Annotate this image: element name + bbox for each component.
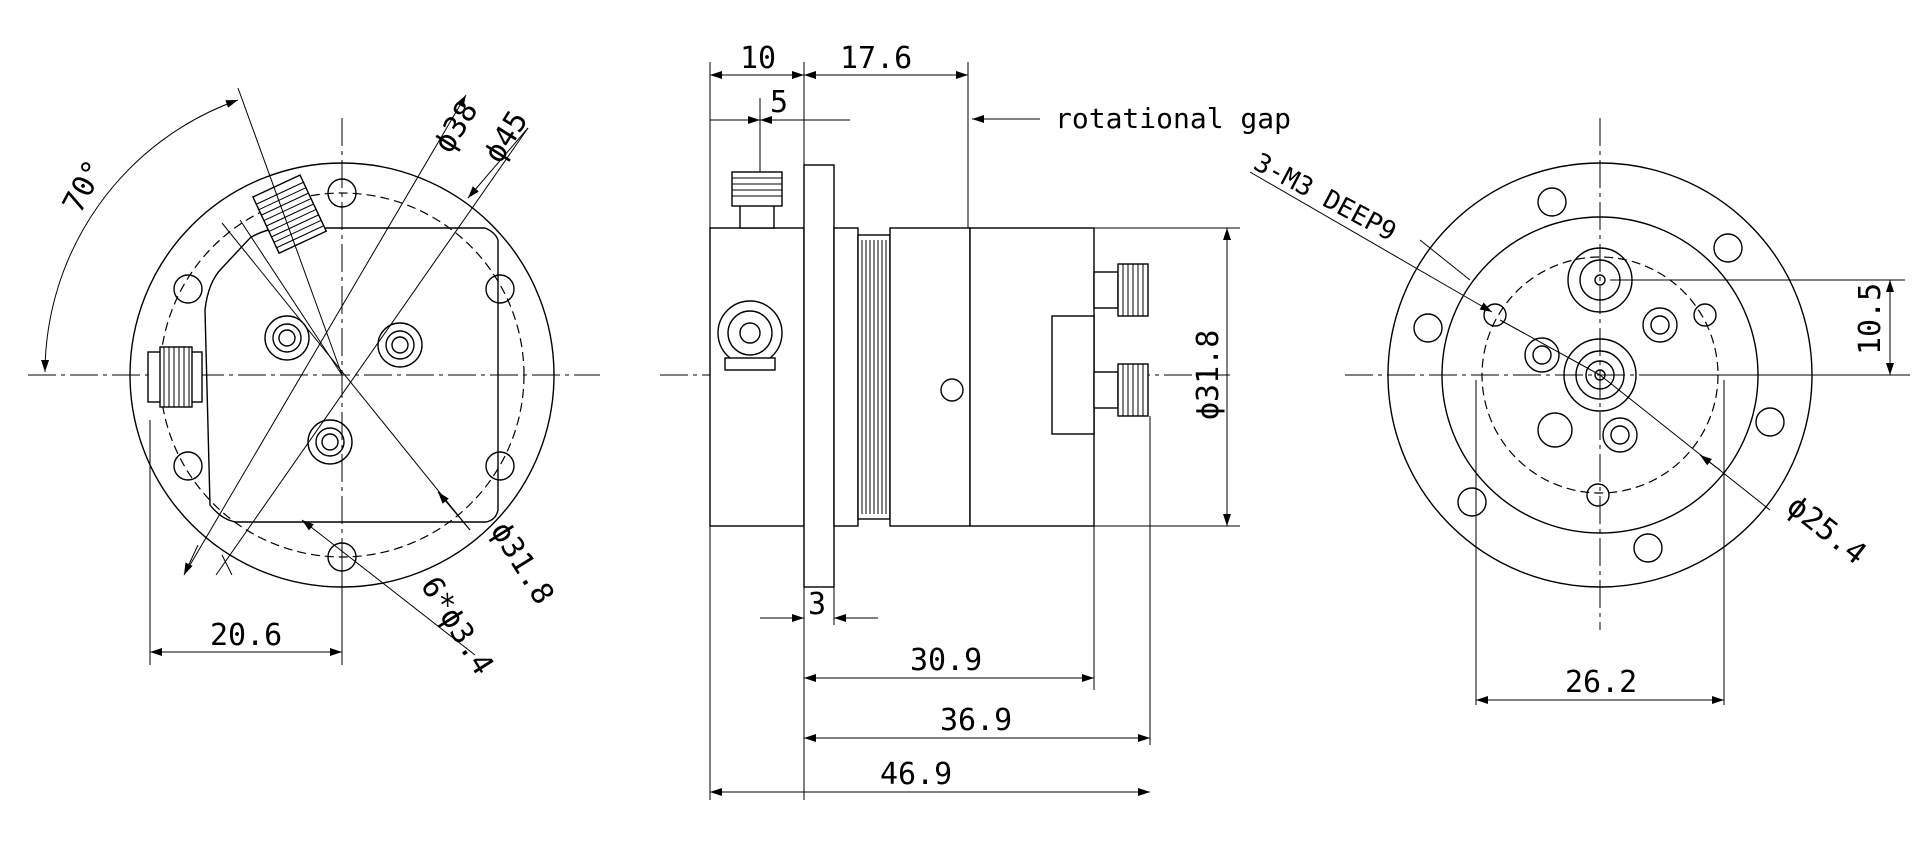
angle-70-arc (41, 99, 239, 373)
side-set-screw (940, 378, 964, 402)
holes-label: 6*ϕ3.4 (413, 571, 500, 681)
left-side-sma-connector (147, 346, 203, 408)
bolt-hole-lower-right (485, 451, 515, 481)
dim-30-9-label: 30.9 (910, 643, 982, 678)
dia31-8-label: ϕ31.8 (483, 516, 561, 611)
dim-17-6-label: 17.6 (840, 41, 912, 76)
dia45-label: ϕ45 (477, 105, 535, 170)
left-connector-1 (264, 315, 310, 361)
right-back-view: 3-M3 DEEP9 10.5 ϕ25.4 26.2 (1249, 118, 1910, 705)
m3-hole-3 (1586, 483, 1610, 507)
dia25-4-leader (1599, 374, 1771, 511)
dim-46-9-label: 46.9 (880, 757, 952, 792)
left-body-outline (204, 227, 499, 523)
dim-36-9-label: 36.9 (940, 703, 1012, 738)
angle-70-label: 70° (56, 154, 112, 218)
side-stator-body (889, 227, 971, 527)
dia31-8-leader (221, 222, 471, 531)
side-view: 10 17.6 5 rotational gap ϕ31.8 3 30.9 36… (660, 41, 1291, 800)
dim-20-6-label: 20.6 (210, 618, 282, 653)
left-angled-sma-connector (251, 174, 328, 255)
dia45-leader (215, 127, 529, 576)
dim-dia31-8-label: ϕ31.8 (1191, 330, 1226, 420)
side-front-connector (717, 300, 783, 371)
side-right-connector-top (1093, 263, 1149, 317)
m3-hole-2 (1693, 303, 1717, 327)
side-top-connector (731, 171, 783, 229)
bolt-hole-top (327, 178, 357, 208)
m3-hole-1 (1483, 303, 1507, 327)
m3-leader (1249, 171, 1493, 313)
m3-thread-note: 3-M3 DEEP9 (1249, 148, 1401, 248)
right-center-connector (1563, 338, 1637, 412)
dim-10-label: 10 (740, 41, 776, 76)
side-left-housing (709, 227, 805, 527)
left-front-view: 70° ϕ38 ϕ45 ϕ31.8 6*ϕ3.4 20.6 (28, 87, 600, 681)
dim-5-label: 5 (770, 85, 788, 120)
dia25-4-label: ϕ25.4 (1780, 489, 1873, 572)
bolt-hole-upper-left (173, 274, 203, 304)
bolt-hole-upper-right (485, 274, 515, 304)
side-right-connector-bottom (1093, 363, 1149, 417)
left-bolt-circle (159, 192, 525, 558)
holes-leader (301, 519, 476, 656)
angle-radial-line (237, 87, 343, 376)
bolt-hole-lower-left (173, 451, 203, 481)
dim-10-5-label: 10.5 (1853, 283, 1888, 355)
left-connector-2 (377, 322, 423, 368)
rotational-gap-label: rotational gap (1055, 102, 1291, 135)
dim-3-label: 3 (808, 587, 826, 622)
side-flange-plate (803, 164, 835, 588)
dim-26-2-label: 26.2 (1565, 665, 1637, 700)
dia38-leader (189, 94, 467, 566)
left-connector-3 (307, 419, 353, 465)
